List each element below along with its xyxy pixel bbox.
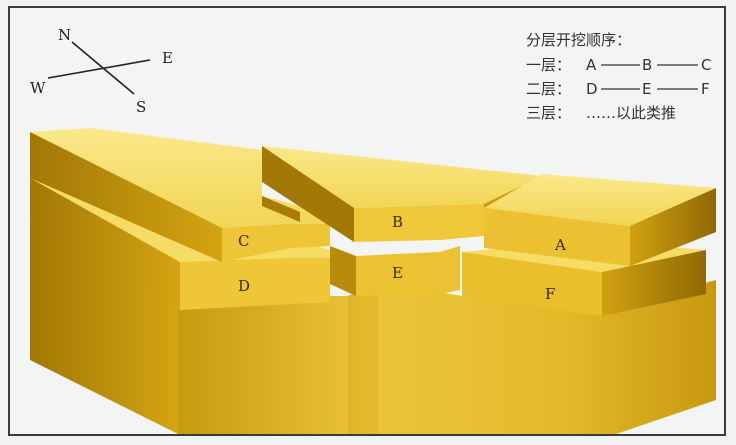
block-c-top [30, 128, 330, 228]
base-left-side [30, 222, 178, 434]
block-a-top [484, 174, 716, 226]
block-e: E [330, 246, 460, 296]
excavation-legend: 分层开挖顺序： 一层： A B C 二层： D E F 三层： ……以此类推 [526, 31, 711, 122]
block-f-front [462, 252, 602, 316]
block-e-left-side [330, 246, 356, 296]
block-f-right-side [602, 250, 706, 316]
block-a-right-side [630, 188, 716, 266]
legend-layer2-prefix: 二层： [526, 80, 571, 98]
block-b-left-side [262, 146, 354, 242]
block-f-label: F [545, 285, 555, 303]
block-d-label: D [238, 277, 250, 295]
block-b-top [262, 146, 542, 208]
block-d-left-side [30, 178, 180, 310]
legend-layer3-prefix: 三层： [526, 104, 571, 122]
block-d-front [180, 258, 330, 310]
compass-ew-line [47, 59, 151, 79]
block-c-notch [262, 196, 300, 222]
block-b-label: B [392, 213, 403, 231]
compass: N E S W [30, 26, 173, 116]
legend-layer2-e: E [642, 80, 651, 98]
legend-layer3-text: ……以此类推 [586, 104, 676, 122]
block-a-label: A [554, 236, 566, 254]
compass-east: E [162, 49, 173, 67]
legend-layer2-d: D [586, 80, 598, 98]
legend-layer1-c: C [701, 56, 711, 74]
legend-title: 分层开挖顺序： [526, 31, 631, 49]
legend-layer1-a: A [586, 56, 597, 74]
base-front-face [178, 280, 716, 434]
base-block [30, 222, 716, 434]
block-e-front [356, 246, 460, 296]
block-c-label: C [238, 232, 249, 250]
block-e-label: E [392, 264, 403, 282]
block-c-front [222, 224, 330, 262]
compass-south: S [136, 98, 146, 116]
block-c-left-side [30, 132, 222, 262]
legend-layer1-b: B [642, 56, 652, 74]
base-front-crease [348, 282, 378, 434]
block-c: C [30, 128, 330, 262]
compass-north: N [58, 26, 71, 44]
block-a: A [484, 174, 716, 266]
compass-west: W [30, 79, 46, 97]
block-b-front [354, 204, 484, 242]
legend-layer1-prefix: 一层： [526, 56, 571, 74]
block-a-front [484, 208, 630, 266]
legend-layer2-f: F [701, 80, 710, 98]
